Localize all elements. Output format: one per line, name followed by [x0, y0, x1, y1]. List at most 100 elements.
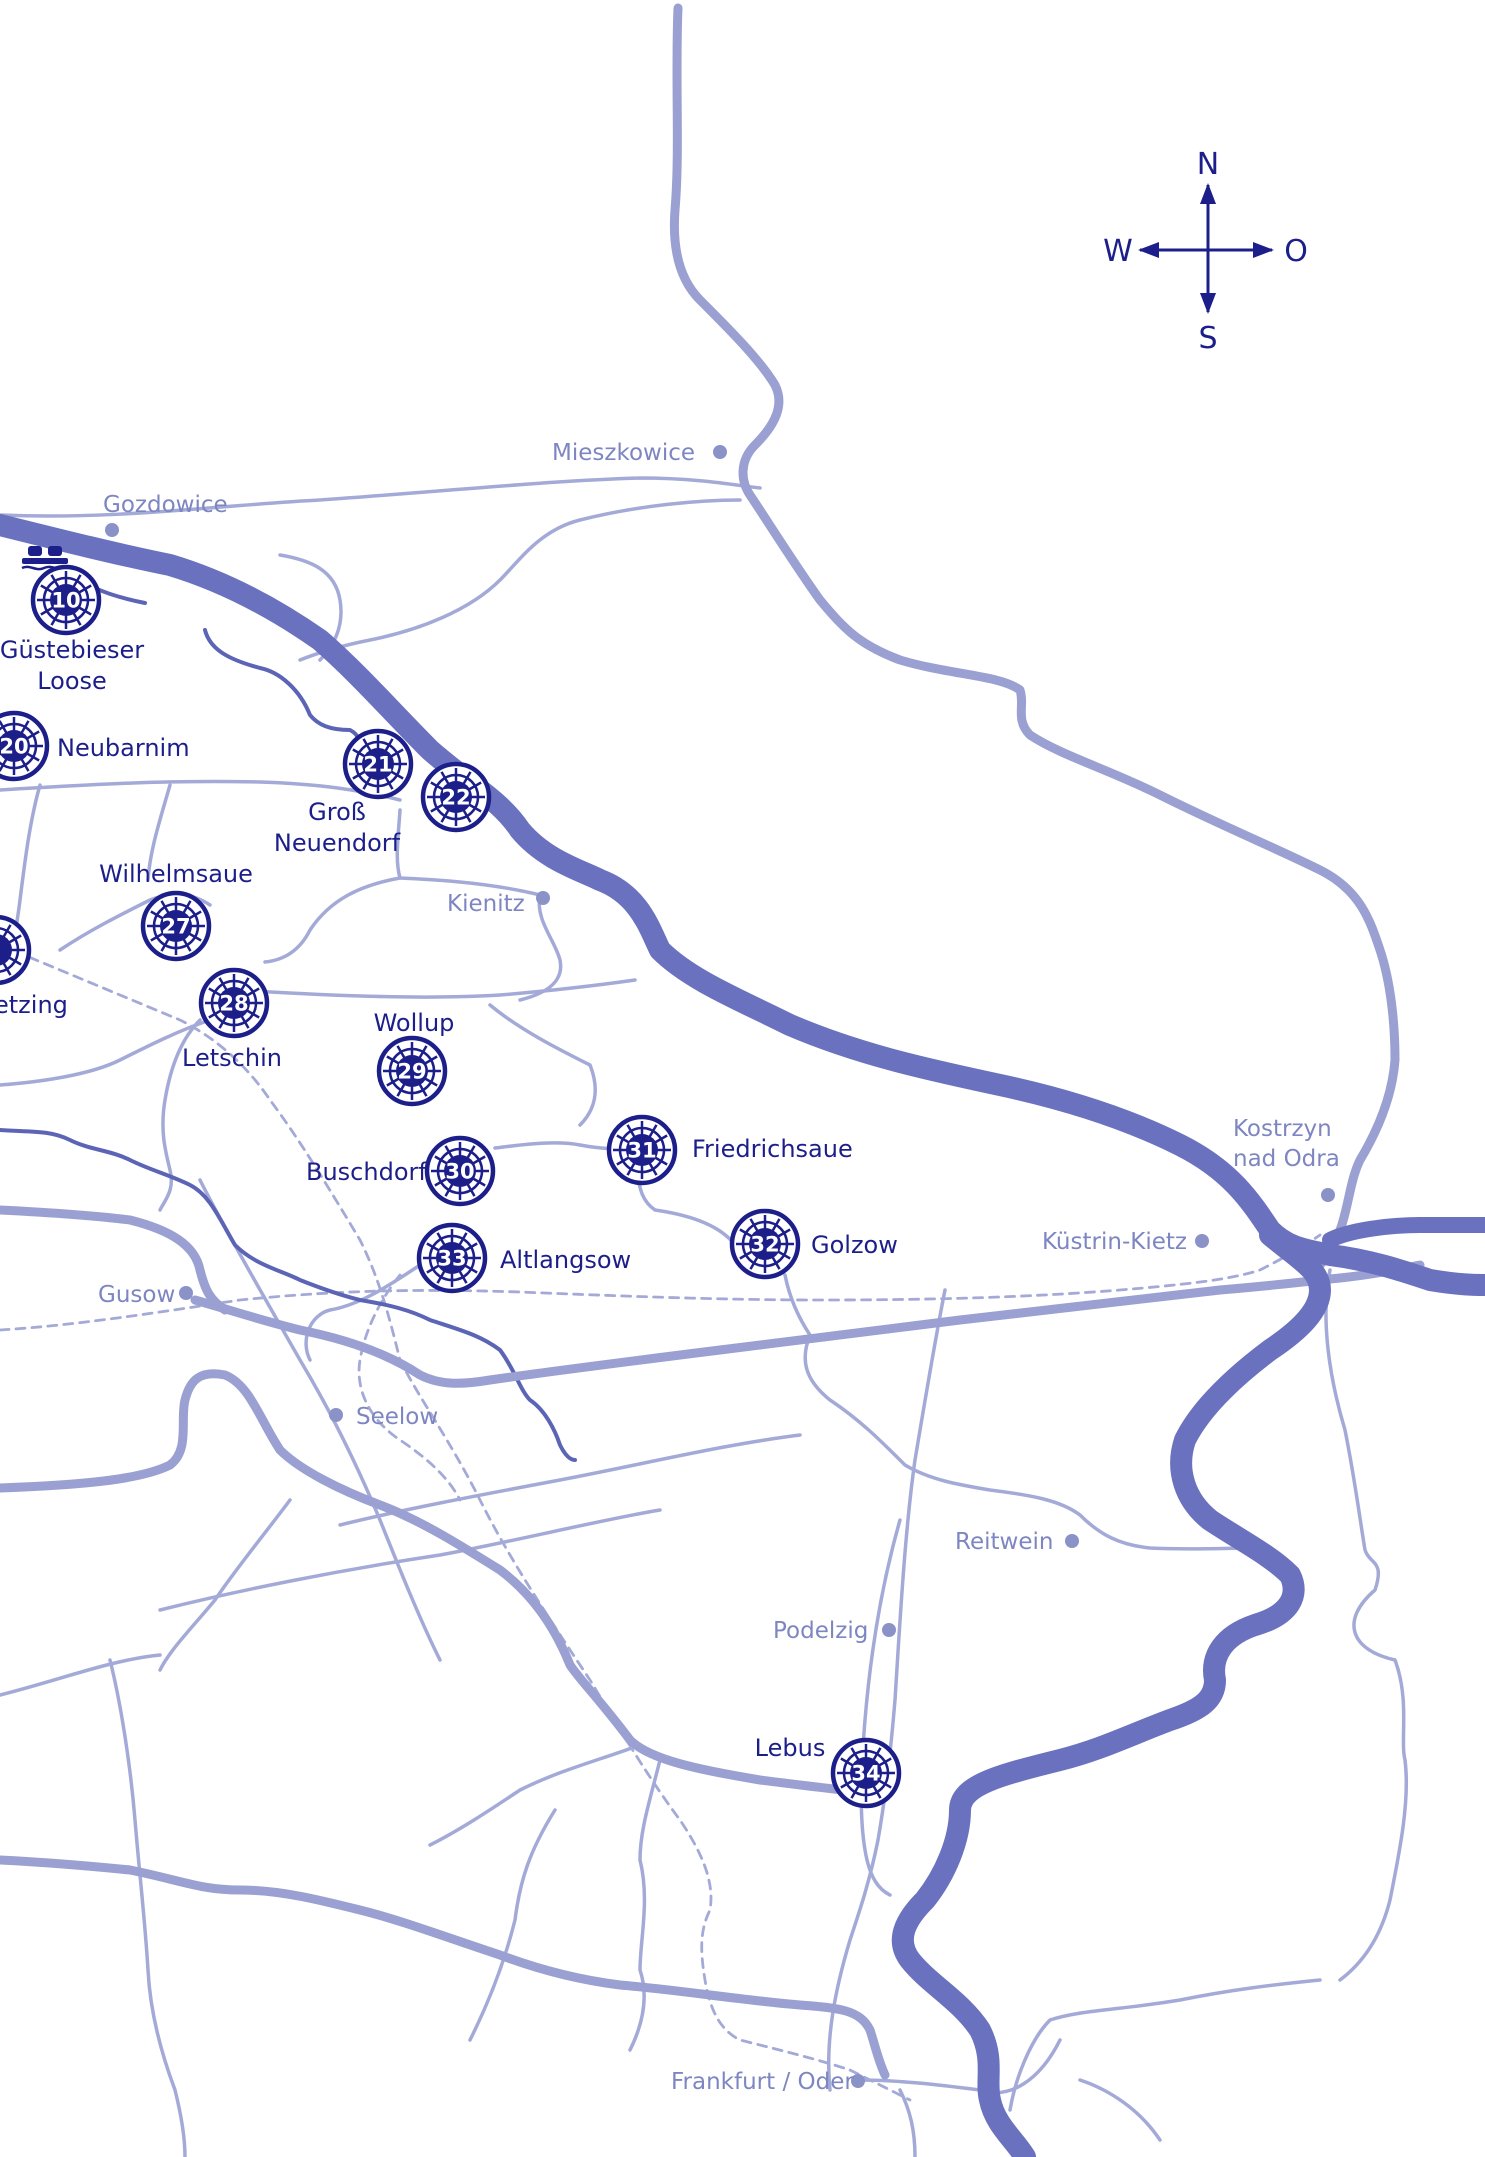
road-ne-oder [1078, 2078, 1162, 2142]
river-creek-east [93, 586, 147, 605]
station-number: 34 [851, 1762, 880, 1786]
station-number: 30 [445, 1160, 474, 1184]
station-number: 29 [397, 1060, 426, 1084]
station-27-label: Wilhelmsaue [99, 860, 253, 888]
road-east-kienitz [233, 978, 637, 999]
place-dot-icon [105, 523, 119, 537]
station-wheel-icon[interactable]: 33 [416, 1222, 488, 1294]
station-32-label: Golzow [811, 1231, 898, 1259]
station-21-label-line2: Neuendorf [274, 829, 401, 857]
road-b167-north [669, 3, 1400, 1270]
road-east-oder-2 [1008, 1978, 1322, 2112]
station-20-label: Neubarnim [57, 734, 190, 762]
station-badges: 10 20 21 22 27 28 29 30 31 32 33 34 [0, 564, 902, 1809]
road-b1-south-loop [0, 1369, 865, 1797]
railways [0, 943, 1322, 2102]
road-kienitz-s [518, 893, 563, 1002]
oder-river [0, 514, 1485, 2157]
place-dot-icon [1195, 1234, 1209, 1248]
compass-rose-icon: N S W O [1103, 147, 1308, 356]
station-number: 20 [0, 735, 29, 759]
oder-warta-branch [1322, 1217, 1485, 1248]
place-dot-icon [713, 445, 727, 459]
place-dot-icon [1321, 1188, 1335, 1202]
station-number: 27 [161, 915, 190, 939]
rail-north-south [0, 943, 912, 2102]
place-dot-icon [329, 1408, 343, 1422]
compass-arrow-east [1253, 242, 1274, 258]
place-dot-icon [851, 2074, 865, 2088]
road-podelzig-w [158, 1508, 662, 1612]
road-frankfurt-s [898, 2088, 917, 2157]
station-number: 21 [363, 753, 392, 777]
road-seelow-e [338, 1433, 802, 1527]
road-west-south-2 [108, 1658, 187, 2157]
station-28-label: Letschin [182, 1044, 282, 1072]
river-alte-oder [0, 1128, 577, 1462]
compass-arrow-south [1200, 293, 1216, 314]
station-wheel-icon[interactable]: 32 [729, 1208, 801, 1280]
station-10-label-line2: Loose [37, 667, 107, 695]
place-dot-icon [1065, 1534, 1079, 1548]
station-wheel-icon[interactable]: 20 [0, 710, 50, 782]
road-kuestrin-s [826, 1288, 947, 2092]
place-podelzig: Podelzig [773, 1618, 868, 1644]
place-kostrzyn-line1: Kostrzyn [1233, 1116, 1332, 1142]
road-lebus-w [428, 1743, 642, 1847]
station-labels: Güstebieser Loose Neubarnim Groß Neuendo… [0, 636, 898, 1762]
station-34-label: Lebus [755, 1734, 826, 1762]
road-wilhelmsaue-n [146, 783, 172, 882]
station-wheel-icon[interactable]: 29 [376, 1035, 448, 1107]
station-wheel-icon[interactable]: 27 [140, 890, 212, 962]
minor-roads [0, 476, 1409, 2157]
station-26-label: etzing [0, 991, 68, 1019]
place-gusow: Gusow [98, 1282, 175, 1308]
station-number: 33 [437, 1247, 466, 1271]
station-21-label-line1: Groß [308, 798, 366, 826]
road-mieszkowice-east [298, 498, 742, 662]
road-neubarnim [0, 779, 402, 802]
station-wheel-icon[interactable]: 10 [30, 564, 102, 636]
station-33-label: Altlangsow [500, 1246, 631, 1274]
station-number: 28 [219, 992, 248, 1016]
place-gozdowice: Gozdowice [103, 492, 228, 518]
major-roads [0, 3, 1425, 2080]
station-29-label: Wollup [374, 1009, 455, 1037]
station-10-label-line1: Güstebieser [0, 636, 144, 664]
place-dot-icon [179, 1286, 193, 1300]
station-number: 31 [627, 1139, 656, 1163]
station-wheel-icon[interactable]: 30 [424, 1135, 496, 1207]
place-seelow: Seelow [356, 1404, 438, 1430]
road-lebus-s [628, 1758, 662, 2052]
place-dot-icon [536, 891, 550, 905]
road-west-south-1 [0, 1653, 162, 1697]
oder-south [891, 1224, 1331, 2157]
place-kienitz: Kienitz [447, 891, 525, 917]
road-golzow-s [783, 1273, 1252, 1551]
rail-east-west [0, 1233, 1322, 1332]
station-wheel-icon[interactable]: 34 [830, 1737, 902, 1809]
station-wheel-icon[interactable]: 22 [420, 761, 492, 833]
road-wollup-e [488, 1003, 597, 1127]
compass-south-label: S [1198, 321, 1217, 356]
place-frankfurt-oder: Frankfurt / Oder [671, 2069, 854, 2095]
compass-west-label: W [1103, 234, 1133, 269]
station-wheel-icon[interactable] [0, 914, 32, 986]
road-east-oder [1324, 1268, 1409, 1982]
station-30-label: Buschdorf [306, 1158, 427, 1186]
station-wheel-icon[interactable]: 28 [198, 967, 270, 1039]
station-wheel-icon[interactable]: 31 [606, 1114, 678, 1186]
station-number: 10 [51, 589, 80, 613]
place-dot-icon [882, 1623, 896, 1637]
road-b1-east [190, 1260, 1425, 1388]
river-north-creek [203, 628, 363, 757]
station-number: 32 [750, 1233, 779, 1257]
place-reitwein: Reitwein [955, 1529, 1053, 1555]
road-b112-south [0, 1855, 890, 2080]
road-letschin-n [263, 876, 402, 964]
station-wheel-icon[interactable]: 21 [342, 728, 414, 800]
road-kienitz [395, 808, 542, 897]
road-b1-west [0, 1205, 230, 1315]
compass-arrow-north [1200, 183, 1216, 204]
